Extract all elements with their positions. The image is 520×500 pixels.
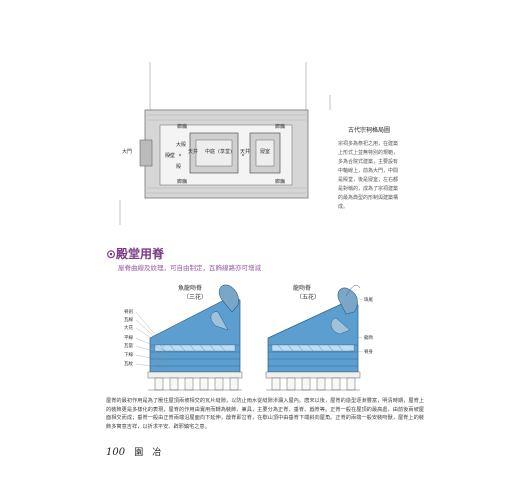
- plan-label: 天井: [188, 149, 199, 155]
- roof-part-label: 脊身: [364, 350, 373, 355]
- roof-right-drawing: [265, 285, 361, 391]
- plan-label: 廊廡: [275, 179, 286, 185]
- plan-label: 天井: [240, 149, 251, 155]
- roof-part-label: 珠尾: [364, 298, 373, 303]
- plan-label: 廊廡: [177, 124, 188, 130]
- roof-part-label: 龍吻: [364, 336, 373, 341]
- plan-caption-title: 古代宗祠格局圖: [348, 127, 391, 134]
- roof-part-label: 平線: [124, 336, 133, 341]
- page-number: 100: [106, 447, 126, 458]
- roof-part-label: 下線: [124, 353, 133, 358]
- plan-label: 殿: [176, 164, 182, 170]
- roof-part-label: 瓦線: [124, 318, 133, 323]
- plan-label: 廊廡: [275, 124, 286, 130]
- roof-left-drawing: [147, 284, 243, 391]
- roof-left-subtitle: （三花）: [183, 294, 208, 301]
- plan-label: 中庭: [205, 149, 216, 155]
- roof-part-label: 瓦當: [124, 344, 133, 349]
- page-folio: 100 園 冶: [106, 445, 161, 458]
- plan-label-gate: 大門: [122, 149, 133, 155]
- plan-caption-body: 宗祠多為祭祀之用，在建築上形式上並無特別的規範，多為合院式建築，主要設有中軸線上…: [338, 141, 399, 210]
- roof-right-subtitle: （五花）: [296, 294, 321, 301]
- section-subtitle: 屋脊曲線及紋理，可自由制定，瓦飾線路亦可增減: [118, 264, 261, 272]
- roof-right-title: 龍吻脊: [293, 285, 312, 292]
- section-title: ⊙殿堂用脊: [106, 247, 165, 261]
- body-paragraph: 屋脊的最初作用是為了壓住屋頂兩坡相交的瓦片縫隙，以防止雨水從縫隙滲漏入屋內。唐宋…: [106, 398, 424, 430]
- roof-left-title: 魚龍吻脊: [178, 285, 203, 292]
- roof-part-label: 脊剎: [124, 310, 133, 315]
- plan-label: 廊廡: [177, 179, 188, 185]
- book-title: 園 冶: [134, 448, 162, 458]
- plan-label: 寢室: [260, 149, 271, 155]
- roof-part-label: 瓦紋: [124, 362, 133, 367]
- plan-label: 殿堂: [165, 153, 176, 159]
- plan-label: 大殿: [176, 142, 187, 148]
- roof-part-label: 大花: [124, 326, 133, 331]
- plan-label: (享堂): [218, 149, 232, 155]
